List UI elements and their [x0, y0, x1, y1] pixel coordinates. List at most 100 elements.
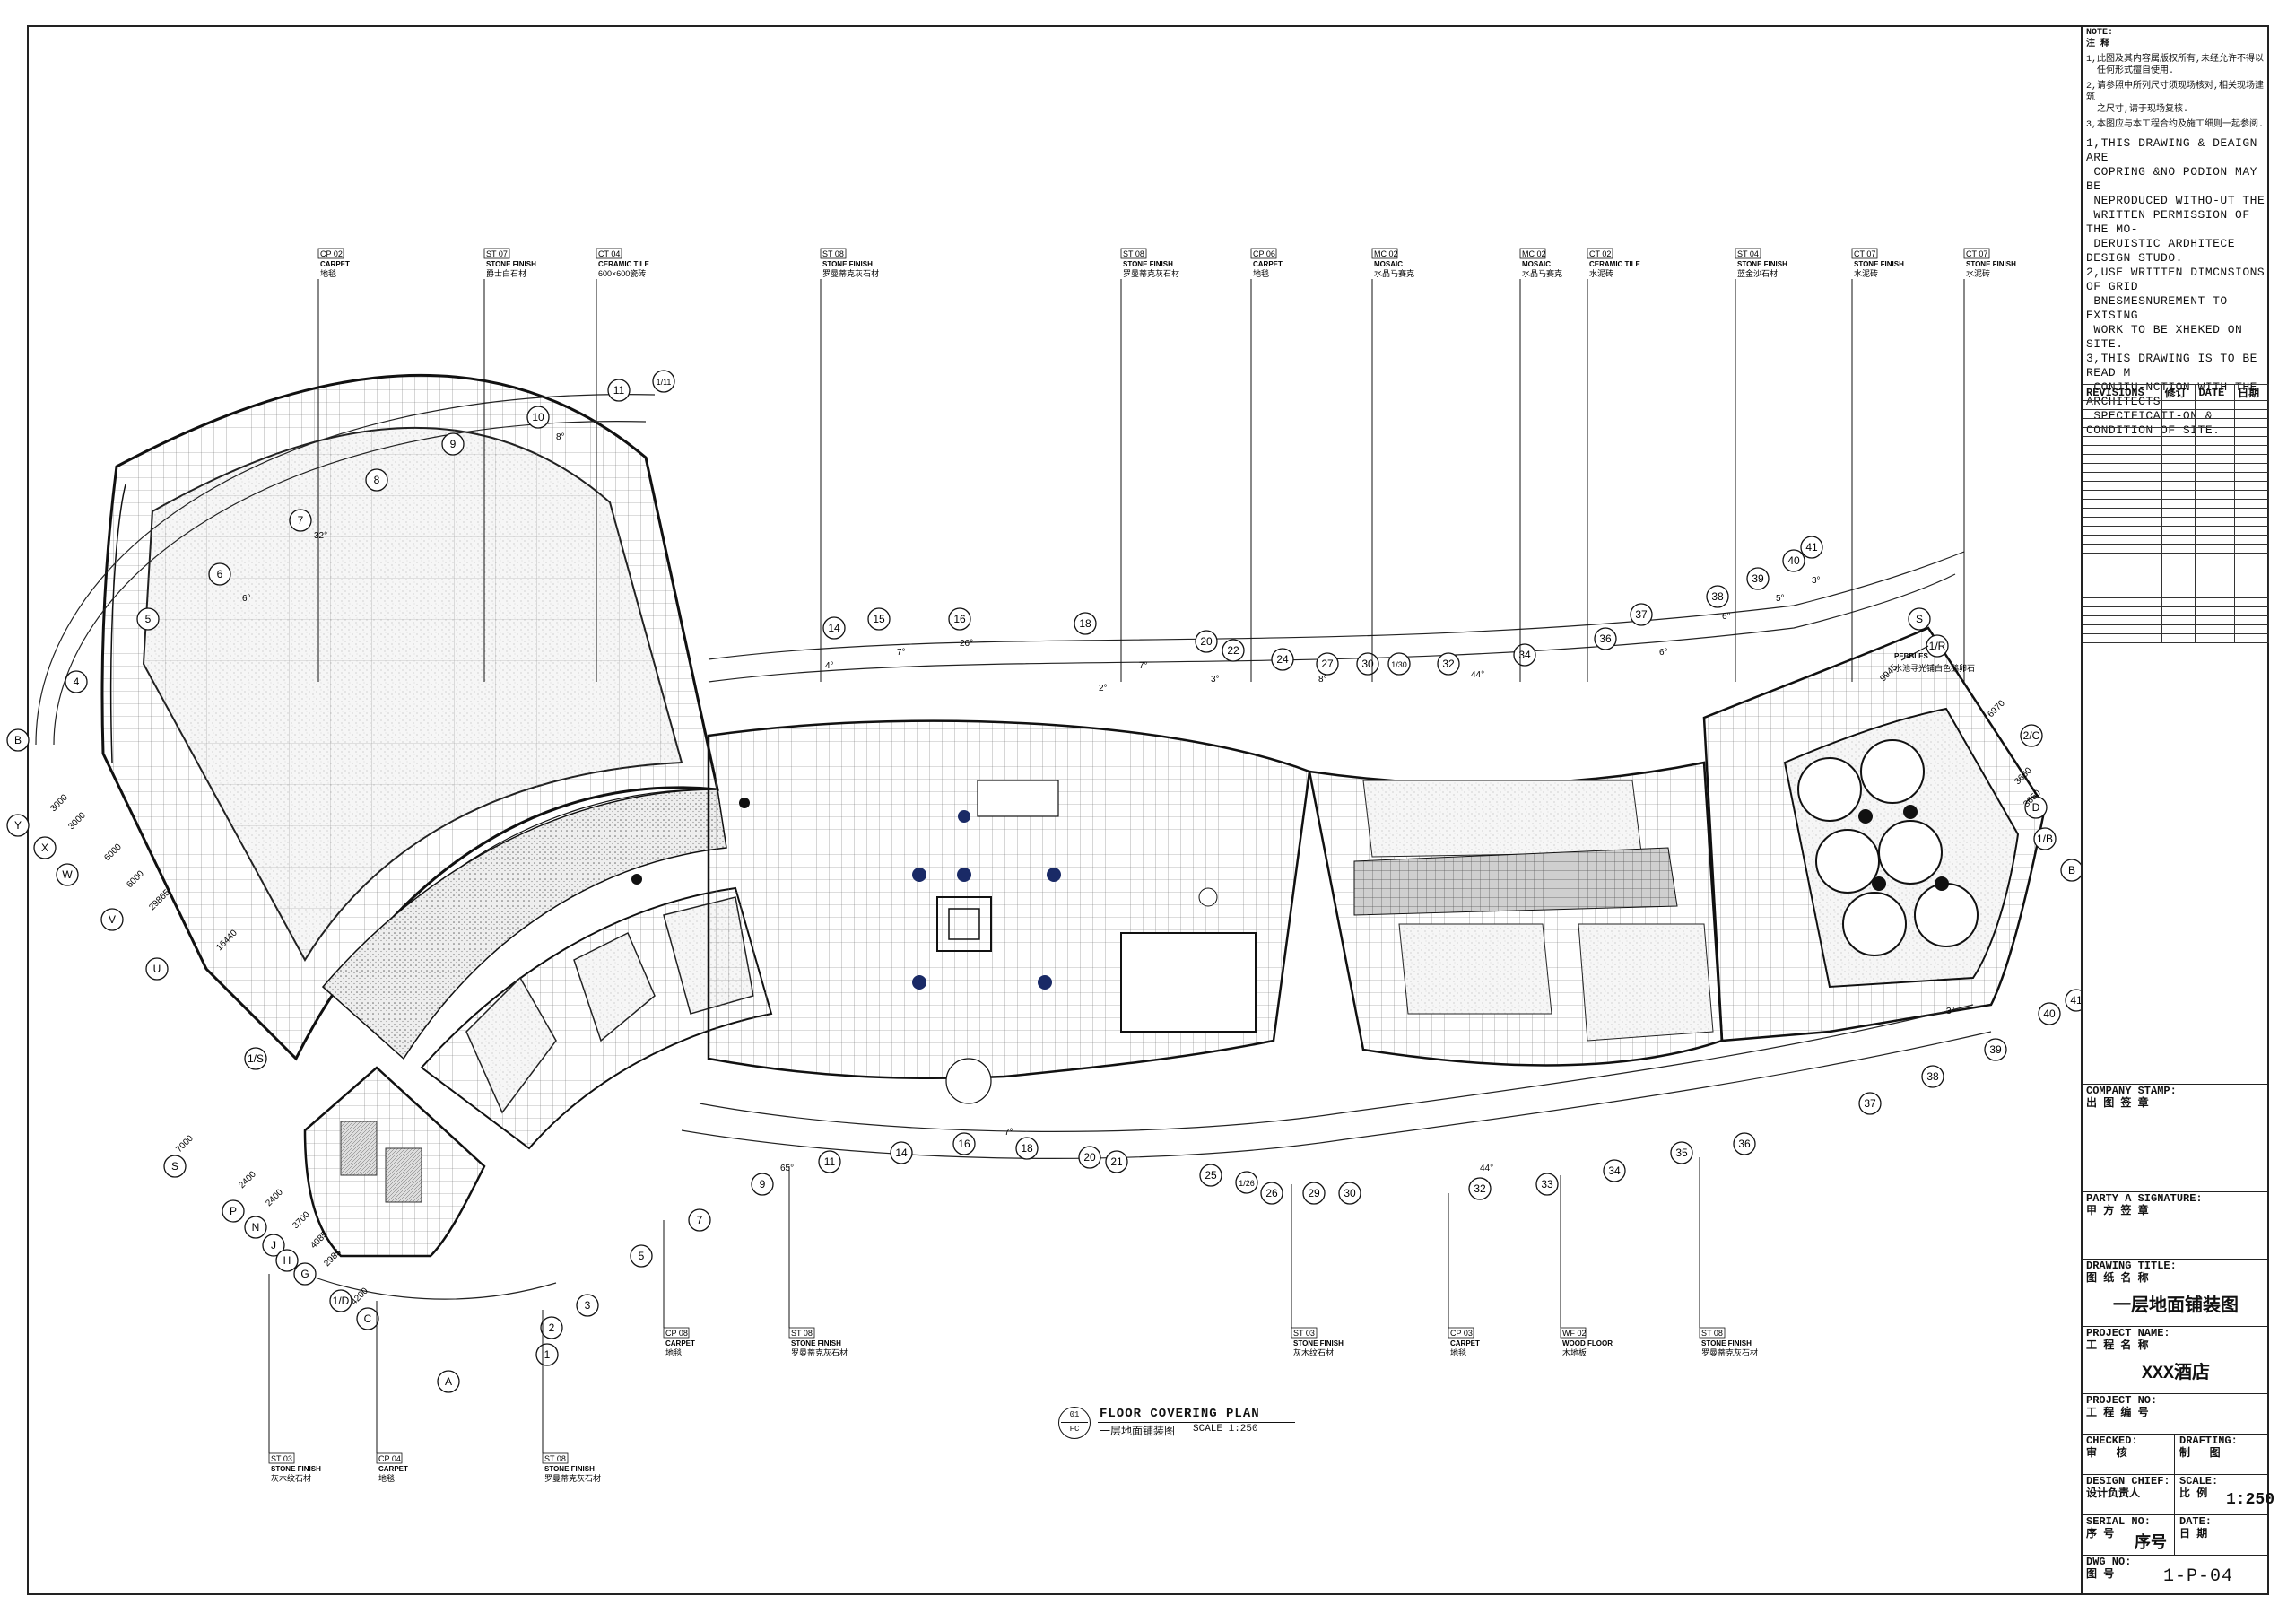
material-tag-code: ST 03	[271, 1454, 292, 1463]
material-tag-cn: 罗曼蒂克灰石材	[544, 1473, 601, 1483]
material-tag-en: CARPET	[320, 260, 350, 268]
grid-bubble-left: X	[33, 836, 57, 859]
drafting-label: DRAFTING: 制 图	[2179, 1435, 2238, 1460]
material-tag-en: CARPET	[1253, 260, 1283, 268]
angle-label: 26°	[960, 639, 973, 649]
right-center-zone	[1308, 761, 1724, 1067]
svg-text:16: 16	[958, 1138, 970, 1150]
grid-bubble-top: 7	[289, 509, 312, 532]
svg-text:38: 38	[1926, 1070, 1939, 1083]
material-tag-code: MC 02	[1522, 249, 1546, 258]
grid-bubble-left: V	[100, 908, 124, 931]
grid-bubble-top: 38	[1706, 585, 1729, 608]
revisions-table: REVISIONS 修订 DATE 日期	[2083, 384, 2269, 643]
material-tag-en: STONE FINISH	[1293, 1339, 1344, 1347]
grid-bubble-top: 16	[948, 607, 971, 631]
grid-bubble-bottom: 40	[2038, 1002, 2061, 1025]
company-stamp-label: COMPANY STAMP: 出 图 签 章	[2086, 1085, 2177, 1110]
grid-bubble-left: N	[244, 1216, 267, 1239]
angle-label: 4°	[825, 661, 834, 671]
svg-text:U: U	[153, 963, 161, 975]
svg-text:N: N	[252, 1221, 260, 1234]
grid-bubble-top: 40	[1782, 549, 1805, 572]
grid-bubble-top: 6	[208, 562, 231, 586]
grid-bubble-left: S	[163, 1155, 187, 1178]
dimension-label: 2400	[264, 1187, 285, 1208]
grid-bubble-left: U	[145, 957, 169, 981]
svg-text:39: 39	[1752, 572, 1764, 585]
grid-bubble-top: 32	[1437, 652, 1460, 676]
checked-drafting-section: CHECKED: 审 核 DRAFTING: 制 图	[2083, 1434, 2269, 1475]
grid-bubble-left: A	[437, 1370, 460, 1393]
material-tag-cn: 地毯	[665, 1347, 682, 1357]
svg-text:9: 9	[450, 438, 457, 450]
grid-labels-right: S1/R2/CD1/BB	[1908, 607, 2081, 882]
plan-title-number: 01 FC	[1058, 1407, 1091, 1439]
grid-bubble-top: 37	[1630, 603, 1653, 626]
party-a-label: PARTY A SIGNATURE: 甲 方 签 章	[2086, 1192, 2203, 1217]
plan-title-en: FLOOR COVERING PLAN	[1100, 1407, 1260, 1421]
scale-label: SCALE: 比 例	[2179, 1475, 2219, 1500]
dimension-label: 3700	[291, 1209, 312, 1231]
material-tag-en: STONE FINISH	[1854, 260, 1904, 268]
svg-text:1/D: 1/D	[333, 1295, 350, 1307]
angle-label: 32°	[314, 531, 327, 541]
material-tag-code: ST 03	[1293, 1329, 1315, 1338]
design-chief-label: DESIGN CHIEF: 设计负责人	[2086, 1475, 2170, 1500]
grid-bubble-left: 5	[630, 1244, 653, 1268]
angle-label: 3°	[1946, 1007, 1955, 1016]
grid-bubble-left: 2	[540, 1316, 563, 1339]
material-tag-code: CP 03	[1450, 1329, 1473, 1338]
angle-label: 2°	[1099, 684, 1108, 693]
design-chief-section: DESIGN CHIEF: 设计负责人 SCALE: 比 例 1:250	[2083, 1474, 2274, 1515]
grid-bubble-top: 5	[136, 607, 160, 631]
project-no-label: PROJECT NO: 工 程 编 号	[2086, 1394, 2158, 1419]
grid-bubble-left: H	[275, 1249, 299, 1272]
svg-text:1/R: 1/R	[1929, 640, 1946, 652]
svg-text:3: 3	[585, 1299, 591, 1312]
svg-text:38: 38	[1711, 590, 1724, 603]
svg-text:41: 41	[1805, 541, 1818, 554]
material-tag-code: ST 08	[1701, 1329, 1723, 1338]
angle-label: 6°	[1659, 648, 1668, 658]
material-tag-cn: 罗曼蒂克灰石材	[791, 1347, 848, 1357]
svg-text:37: 37	[1864, 1097, 1876, 1110]
svg-text:30: 30	[1361, 658, 1374, 670]
grid-bubble-top: 30	[1356, 652, 1379, 676]
svg-text:32: 32	[1442, 658, 1455, 670]
material-tag-code: ST 08	[791, 1329, 813, 1338]
project-name-section: PROJECT NAME: 工 程 名 称 XXX酒店	[2083, 1326, 2269, 1393]
material-tag-cn: 水泥砖	[1854, 268, 1878, 278]
svg-text:2/C: 2/C	[2023, 729, 2040, 742]
grid-bubble-bottom: 25	[1199, 1164, 1222, 1187]
dwg-no-section: DWG NO: 图 号 1-P-04	[2083, 1555, 2269, 1593]
grid-bubble-right: S	[1908, 607, 1931, 631]
angle-label: 3°	[1812, 576, 1821, 586]
dimension-label: 6000	[125, 868, 146, 890]
svg-text:X: X	[41, 842, 48, 854]
drawing-title-section: DRAWING TITLE: 图 纸 名 称 一层地面铺装图	[2083, 1259, 2269, 1326]
svg-text:40: 40	[1787, 554, 1800, 567]
material-tag-cn: 罗曼蒂克灰石材	[1123, 268, 1179, 278]
notes-heading: NOTE: 注 释	[2086, 28, 2114, 49]
svg-text:32: 32	[1474, 1182, 1486, 1195]
grid-bubble-left: C	[356, 1307, 379, 1330]
svg-text:S: S	[1916, 613, 1923, 625]
svg-text:10: 10	[532, 411, 544, 423]
material-tag-en: STONE FINISH	[486, 260, 536, 268]
grid-bubble-bottom: 32	[1468, 1177, 1492, 1200]
dimension-label: 3000	[66, 810, 88, 832]
angle-label: 3°	[1211, 675, 1220, 685]
grid-bubble-bottom: 41	[2065, 989, 2081, 1012]
material-tag-cn: 水泥砖	[1966, 268, 1990, 278]
grid-bubble-top: 22	[1222, 639, 1245, 662]
svg-text:D: D	[2032, 801, 2040, 814]
